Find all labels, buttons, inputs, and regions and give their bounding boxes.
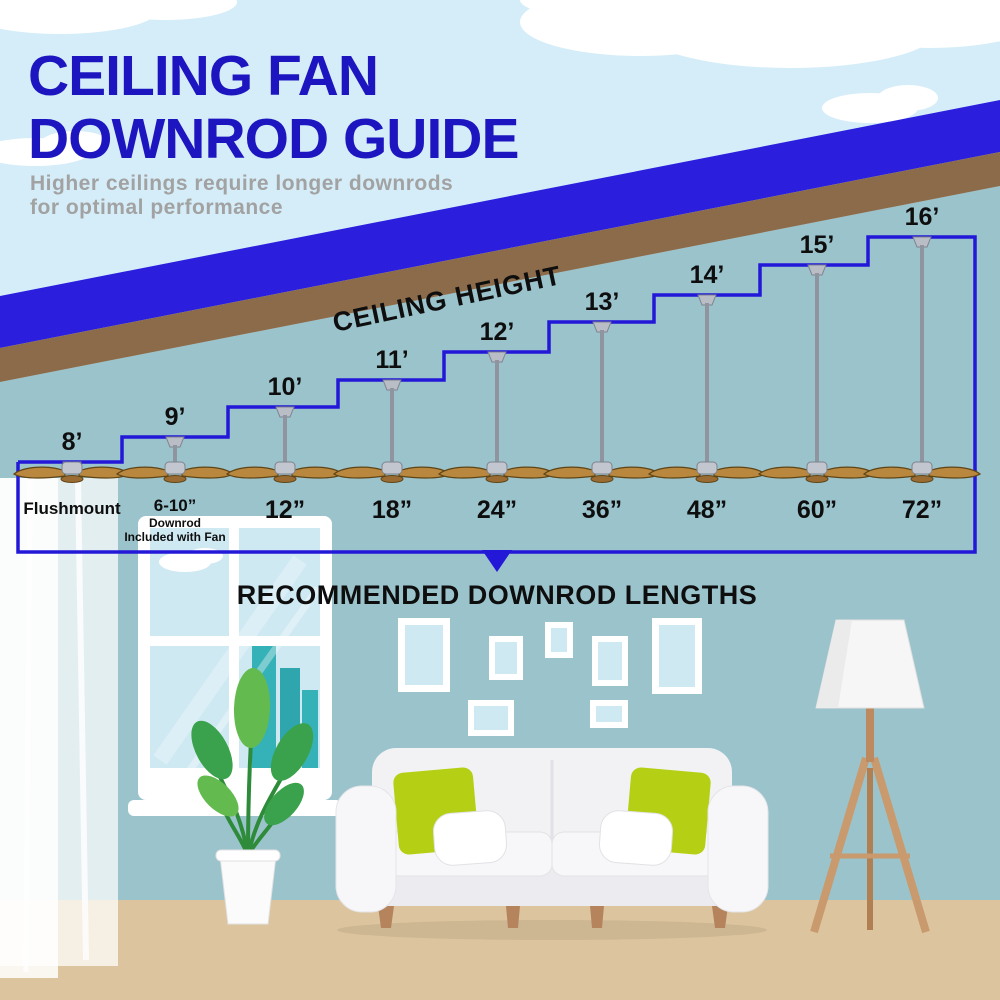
downrod-length-label: 18” <box>372 496 412 524</box>
ceiling-height-value: 10’ <box>268 373 303 401</box>
picture-frame <box>489 636 523 680</box>
subtitle-line2: for optimal performance <box>30 196 283 219</box>
plant-pot-rim <box>215 849 281 862</box>
fan-station-12ft: 12’ 24” <box>438 318 556 524</box>
recommended-downrod-lengths-label: RECOMMENDED DOWNROD LENGTHS <box>237 580 758 610</box>
curtain-crease <box>75 479 89 961</box>
sofa-leg <box>378 906 394 928</box>
picture-frame <box>468 700 514 736</box>
picture-frame <box>545 622 573 658</box>
fan-station-11ft: 11’ 18” <box>333 346 451 524</box>
lamp-leg <box>870 756 930 934</box>
sofa-leg <box>506 906 520 928</box>
curtain <box>0 478 118 978</box>
fan-station-14ft: 14’ 48” <box>648 261 766 524</box>
fan-station-9ft: 9’ 6-10” Downrod Included with Fan <box>116 403 234 544</box>
cloud <box>878 85 938 111</box>
fan-station-13ft: 13’ 36” <box>543 288 661 524</box>
fan-station-16ft: 16’ 72” <box>863 203 981 524</box>
lamp-leg <box>810 756 870 934</box>
picture-frame <box>652 618 702 694</box>
ceiling-height-value: 13’ <box>585 288 620 316</box>
window <box>128 516 342 816</box>
ceiling-height-value: 14’ <box>690 261 725 289</box>
page-title-line2: DOWNROD GUIDE <box>28 107 518 171</box>
page-title-line1: CEILING FAN <box>28 44 378 108</box>
downrod-length-label: 72” <box>902 496 942 524</box>
plant-leaf <box>233 668 271 748</box>
room-floor <box>0 900 1000 1000</box>
ceiling-height-value: 16’ <box>905 203 940 231</box>
potted-plant <box>191 668 314 925</box>
fan-station-8ft: 8’ Flushmount <box>13 428 131 518</box>
downrod-length-label: 6-10” <box>154 496 197 515</box>
bracket-arrow-icon <box>482 550 512 572</box>
plant-leaf <box>191 720 233 780</box>
sofa <box>335 748 769 940</box>
sofa-shadow <box>337 920 767 940</box>
fan-station-10ft: 10’ 12” <box>226 373 344 524</box>
cloud <box>41 131 109 155</box>
downrod-note: Included with Fan <box>124 530 225 544</box>
downrod-length-label: 36” <box>582 496 622 524</box>
picture-frames <box>398 618 702 736</box>
roof-brown-band <box>0 152 1000 382</box>
sofa-leg <box>590 906 604 928</box>
sofa-armrest <box>707 785 769 913</box>
floor-lamp <box>810 619 930 934</box>
ceiling-height-value: 12’ <box>480 318 515 346</box>
ceiling-height-value: 11’ <box>375 346 408 374</box>
cloud <box>520 0 880 26</box>
ceiling-height-value: 8’ <box>62 428 83 456</box>
downrod-length-label: 60” <box>797 496 837 524</box>
plant-leaf <box>270 723 314 781</box>
roof-blue-band <box>0 100 1000 348</box>
ceiling-height-step-line <box>16 235 977 554</box>
cloud <box>93 0 237 20</box>
ceiling-height-value: 9’ <box>165 403 186 431</box>
subtitle-line1: Higher ceilings require longer downrods <box>30 172 453 195</box>
downrod-length-label: 48” <box>687 496 727 524</box>
ceiling-height-value: 15’ <box>800 231 835 259</box>
downrod-length-label: 12” <box>265 496 305 524</box>
sofa-armrest <box>335 785 397 913</box>
curtain-crease <box>23 479 33 973</box>
lamp-pole <box>866 700 874 762</box>
plant-pot <box>219 855 277 925</box>
lamp-shade-shading <box>816 620 852 708</box>
title-block: CEILING FAN DOWNROD GUIDE Higher ceiling… <box>28 44 519 219</box>
sofa-leg <box>712 906 728 928</box>
roof <box>0 100 1000 382</box>
downrod-note: Downrod <box>149 516 201 530</box>
downrod-length-label: Flushmount <box>23 499 121 518</box>
window-mullion <box>229 528 239 768</box>
fan-station-15ft: 15’ 60” <box>758 231 876 524</box>
clouds <box>0 0 1000 166</box>
plant-leaf <box>197 775 239 817</box>
picture-frame <box>592 636 628 686</box>
plant-leaf <box>264 782 304 826</box>
white-pillow <box>598 810 674 866</box>
picture-frame <box>590 700 628 728</box>
downrod-length-label: 24” <box>477 496 517 524</box>
window-mullion <box>150 636 320 646</box>
fan-stations: 8’ Flushmount 9’ 6-10” Downrod Included … <box>13 203 981 544</box>
picture-frame <box>398 618 450 692</box>
white-pillow <box>432 810 508 866</box>
